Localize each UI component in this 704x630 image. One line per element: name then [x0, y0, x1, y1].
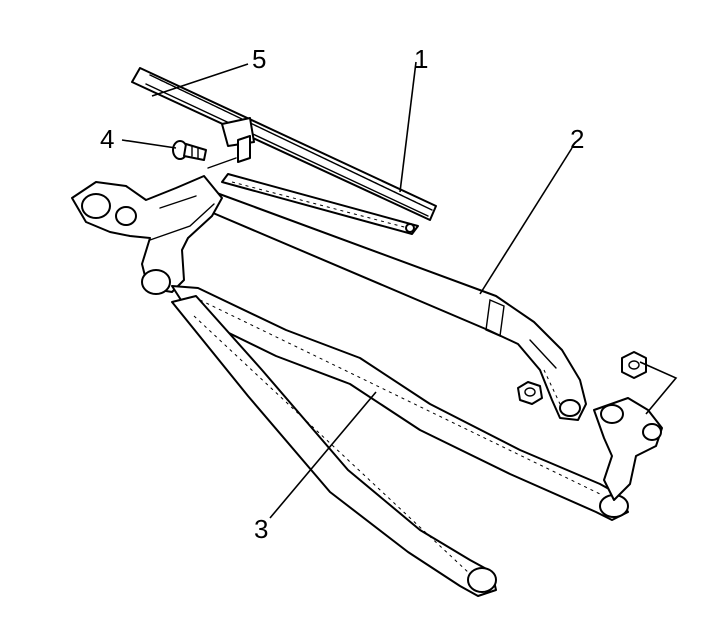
wiper-arm — [205, 191, 587, 421]
nut-pointer — [639, 361, 678, 415]
leader-3 — [269, 391, 377, 519]
bolt — [172, 140, 207, 161]
nut-right — [621, 351, 647, 379]
linkage-bar-upper — [171, 285, 629, 521]
leader-5 — [151, 63, 249, 97]
leader-1 — [399, 61, 417, 193]
callout-5: 5 — [252, 44, 266, 74]
callout-4: 4 — [100, 124, 114, 154]
leader-4 — [121, 139, 177, 149]
wiper-blade-strip — [221, 173, 419, 235]
right-pivot-bracket — [593, 397, 663, 501]
linkage-bar-lower — [171, 295, 497, 597]
leader-2 — [479, 147, 573, 295]
callout-3: 3 — [254, 514, 268, 544]
callout-2: 2 — [570, 124, 584, 154]
motor-crank-bracket — [71, 175, 223, 295]
callout-1: 1 — [414, 44, 428, 74]
wiper-blade-insert — [131, 67, 437, 221]
nut-center — [517, 381, 543, 405]
